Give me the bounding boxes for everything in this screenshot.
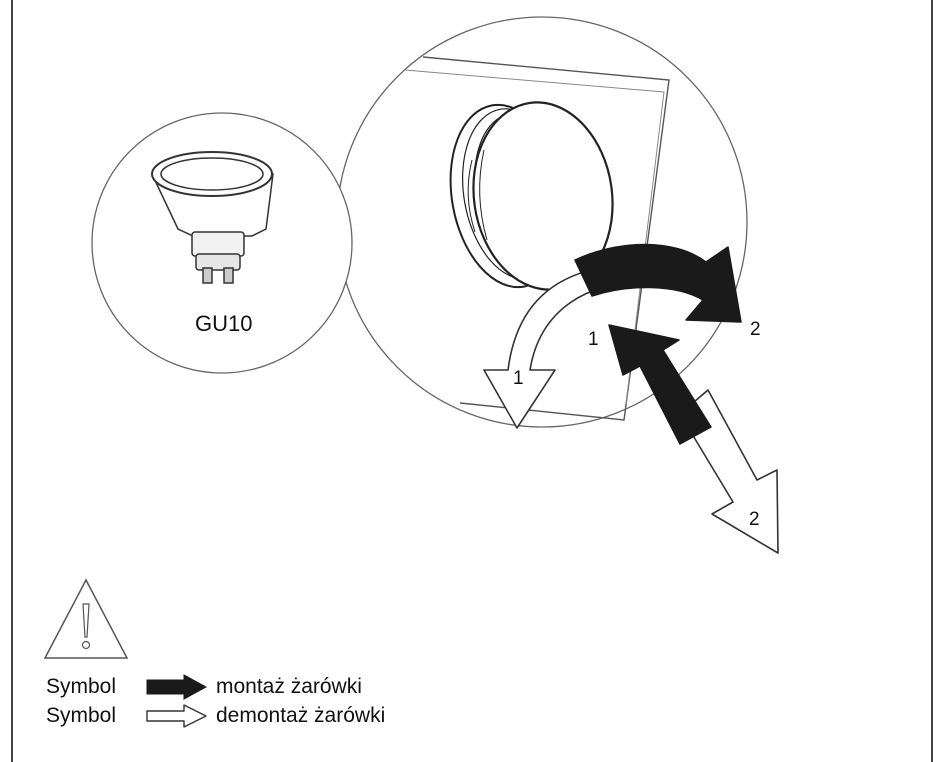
bulb-type-label: GU10 <box>195 311 253 336</box>
step-1-dismount-label: 1 <box>513 368 524 389</box>
warning-triangle-icon <box>43 578 129 659</box>
legend-dismount-text: demontaż żarówki <box>216 704 386 727</box>
legend-row-dismount: Symbol demontaż żarówki <box>46 703 385 729</box>
legend-symbol-label: Symbol <box>46 675 117 698</box>
legend-symbol-label: Symbol <box>46 704 117 727</box>
frame-right-border <box>931 0 933 762</box>
legend-mount-text: montaż żarówki <box>216 675 362 698</box>
fixture-detail-circle <box>336 16 748 428</box>
step-1-mount-label: 1 <box>588 329 599 350</box>
bulb-detail-circle <box>91 112 353 374</box>
legend-row-mount: Symbol montaż żarówki <box>46 674 362 700</box>
outlined-white-arrow-icon <box>146 704 207 728</box>
filled-black-arrow-icon <box>146 674 208 700</box>
frame-left-border <box>11 0 13 762</box>
mount-push-arrow <box>608 324 712 445</box>
step-2-dismount-label: 2 <box>749 509 760 530</box>
mount-rotate-arrow <box>574 243 742 323</box>
step-2-mount-label: 2 <box>750 319 761 340</box>
gu10-bulb-illustration <box>150 151 274 284</box>
mount-arrows <box>574 243 742 445</box>
